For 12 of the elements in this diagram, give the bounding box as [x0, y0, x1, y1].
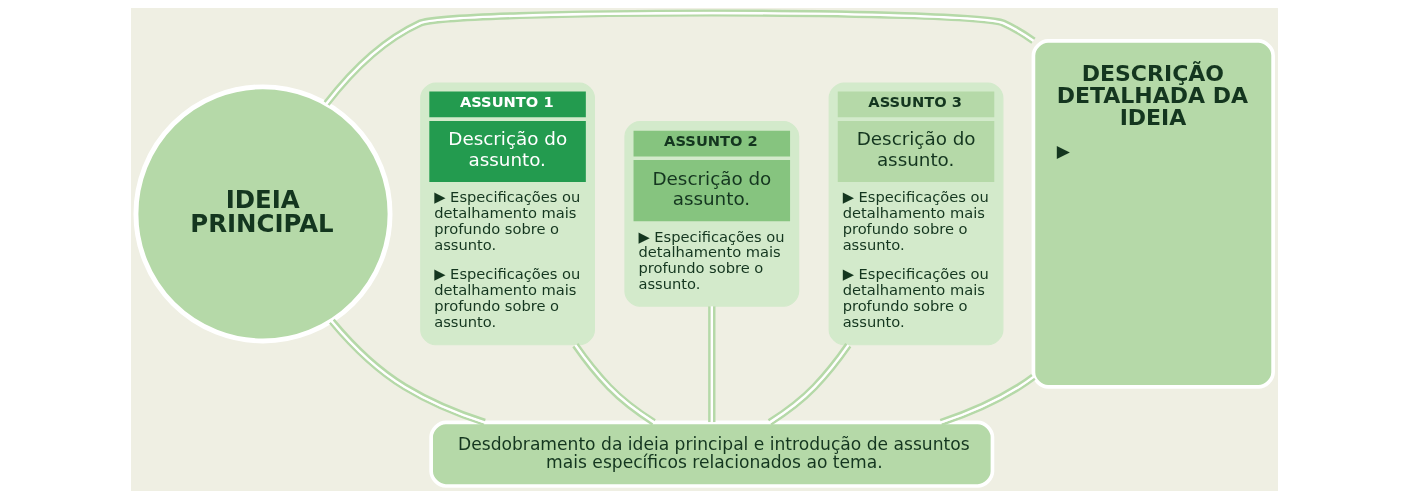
- node-box: ASSUNTO 3 Descrição do assunto. ▶ Especificações ou detalhamento mais profundo sobre o assunto. ▶ Especificações ou detalhamento mais profundo sobre o assunto.: [828, 82, 1003, 346]
- node-circle: IDEIA PRINCIPAL: [133, 84, 392, 344]
- node-box: DESCRIÇÃO DETALHADA DA IDEIA ▶: [1031, 39, 1275, 389]
- connector: [328, 318, 486, 426]
- connector: [939, 373, 1036, 426]
- connector: [767, 343, 851, 426]
- connector: [707, 306, 715, 423]
- node-box: ASSUNTO 1 Descrição do assunto. ▶ Especificações ou detalhamento mais profundo sobre o assunto. ▶ Especificações ou detalhamento mais profundo sobre o assunto.: [419, 82, 595, 346]
- connector: [571, 343, 656, 426]
- node-box: Desdobramento da ideia principal e introdução de assuntos mais específicos relacionados ao tema.: [428, 420, 994, 488]
- connector: [323, 9, 1036, 106]
- node-box: ASSUNTO 2 Descrição do assunto. ▶ Especificações ou detalhamento mais profundo sobre o assunto.: [623, 120, 799, 307]
